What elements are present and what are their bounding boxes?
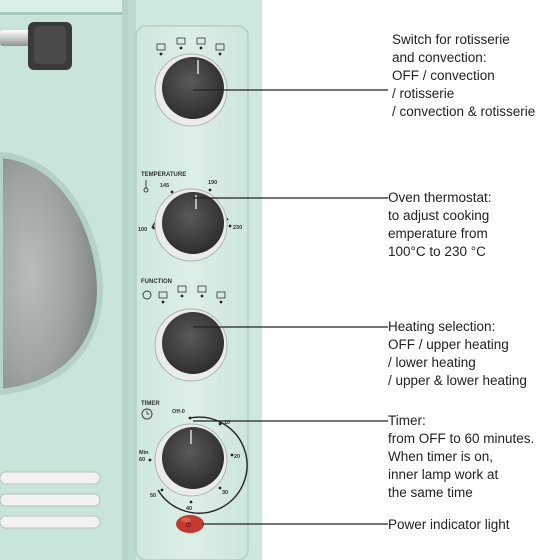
door-top-bar xyxy=(0,0,122,14)
door-edge xyxy=(122,0,128,560)
timer-label: TIMER xyxy=(141,401,160,407)
rotisserie-callout: Switch for rotisserie and convection: OF… xyxy=(392,32,536,119)
rotisserie-dots xyxy=(159,46,222,56)
temperature-label: TEMPERATURE xyxy=(141,172,186,178)
timer-tick-50: 50 xyxy=(150,493,156,499)
timer-section: TIMER Off-0 10 20 30 40 50 Min 60 xyxy=(139,401,248,514)
timer-tick-60-line: 60 xyxy=(139,457,145,463)
temp-tick-145: 145 xyxy=(160,183,169,189)
timer-tick-off: Off-0 xyxy=(172,409,185,415)
clock-icon xyxy=(141,408,153,420)
door-top-line xyxy=(0,12,122,15)
power-indicator-light: ⏻ xyxy=(176,515,204,533)
vent-slot-1 xyxy=(0,471,101,485)
timer-tick-40: 40 xyxy=(186,506,192,512)
door-handle-mount-shade xyxy=(34,26,66,64)
oven-window xyxy=(0,151,104,396)
rotisserie-icons xyxy=(156,37,225,51)
rotisserie-selector[interactable] xyxy=(154,37,228,127)
flame-icon xyxy=(142,290,152,300)
timer-tick-10: 10 xyxy=(224,420,230,426)
thermostat-dial[interactable] xyxy=(154,188,228,262)
power-callout: Power indicator light xyxy=(388,517,510,532)
timer-tick-30: 30 xyxy=(222,490,228,496)
temp-tick-100: 100 xyxy=(138,227,147,233)
control-panel xyxy=(135,25,249,560)
function-icons xyxy=(158,285,226,299)
timer-callout: Timer: from OFF to 60 minutes. When time… xyxy=(388,413,535,500)
timer-knob[interactable] xyxy=(162,427,224,489)
vent-slot-3 xyxy=(0,515,101,529)
temp-tick-230: 230 xyxy=(233,225,242,231)
timer-tick-20: 20 xyxy=(234,454,240,460)
heating-selector[interactable] xyxy=(154,308,228,382)
timer-dial[interactable] xyxy=(154,423,228,497)
vent-slot-2 xyxy=(0,493,101,507)
function-dots xyxy=(161,294,223,304)
panel-gap xyxy=(128,0,136,560)
temp-tick-190: 190 xyxy=(208,180,217,186)
function-section: FUNCTION xyxy=(141,279,226,304)
heating-callout: Heating selection: OFF / upper heating /… xyxy=(388,319,527,388)
timer-dots xyxy=(148,416,234,504)
function-label: FUNCTION xyxy=(141,279,172,285)
thermometer-icon xyxy=(143,180,149,193)
timer-arc xyxy=(157,416,248,514)
timer-tick-60: Min 60 xyxy=(139,450,150,463)
timer-tick-60-line: Min xyxy=(139,450,149,456)
power-light-symbol: ⏻ xyxy=(186,522,191,529)
leader-lines xyxy=(193,89,388,525)
thermostat-knob[interactable] xyxy=(162,192,224,254)
thermostat-callout: Oven thermostat: to adjust cooking emper… xyxy=(388,190,492,259)
heating-knob[interactable] xyxy=(162,312,224,374)
rotisserie-knob[interactable] xyxy=(162,57,224,119)
